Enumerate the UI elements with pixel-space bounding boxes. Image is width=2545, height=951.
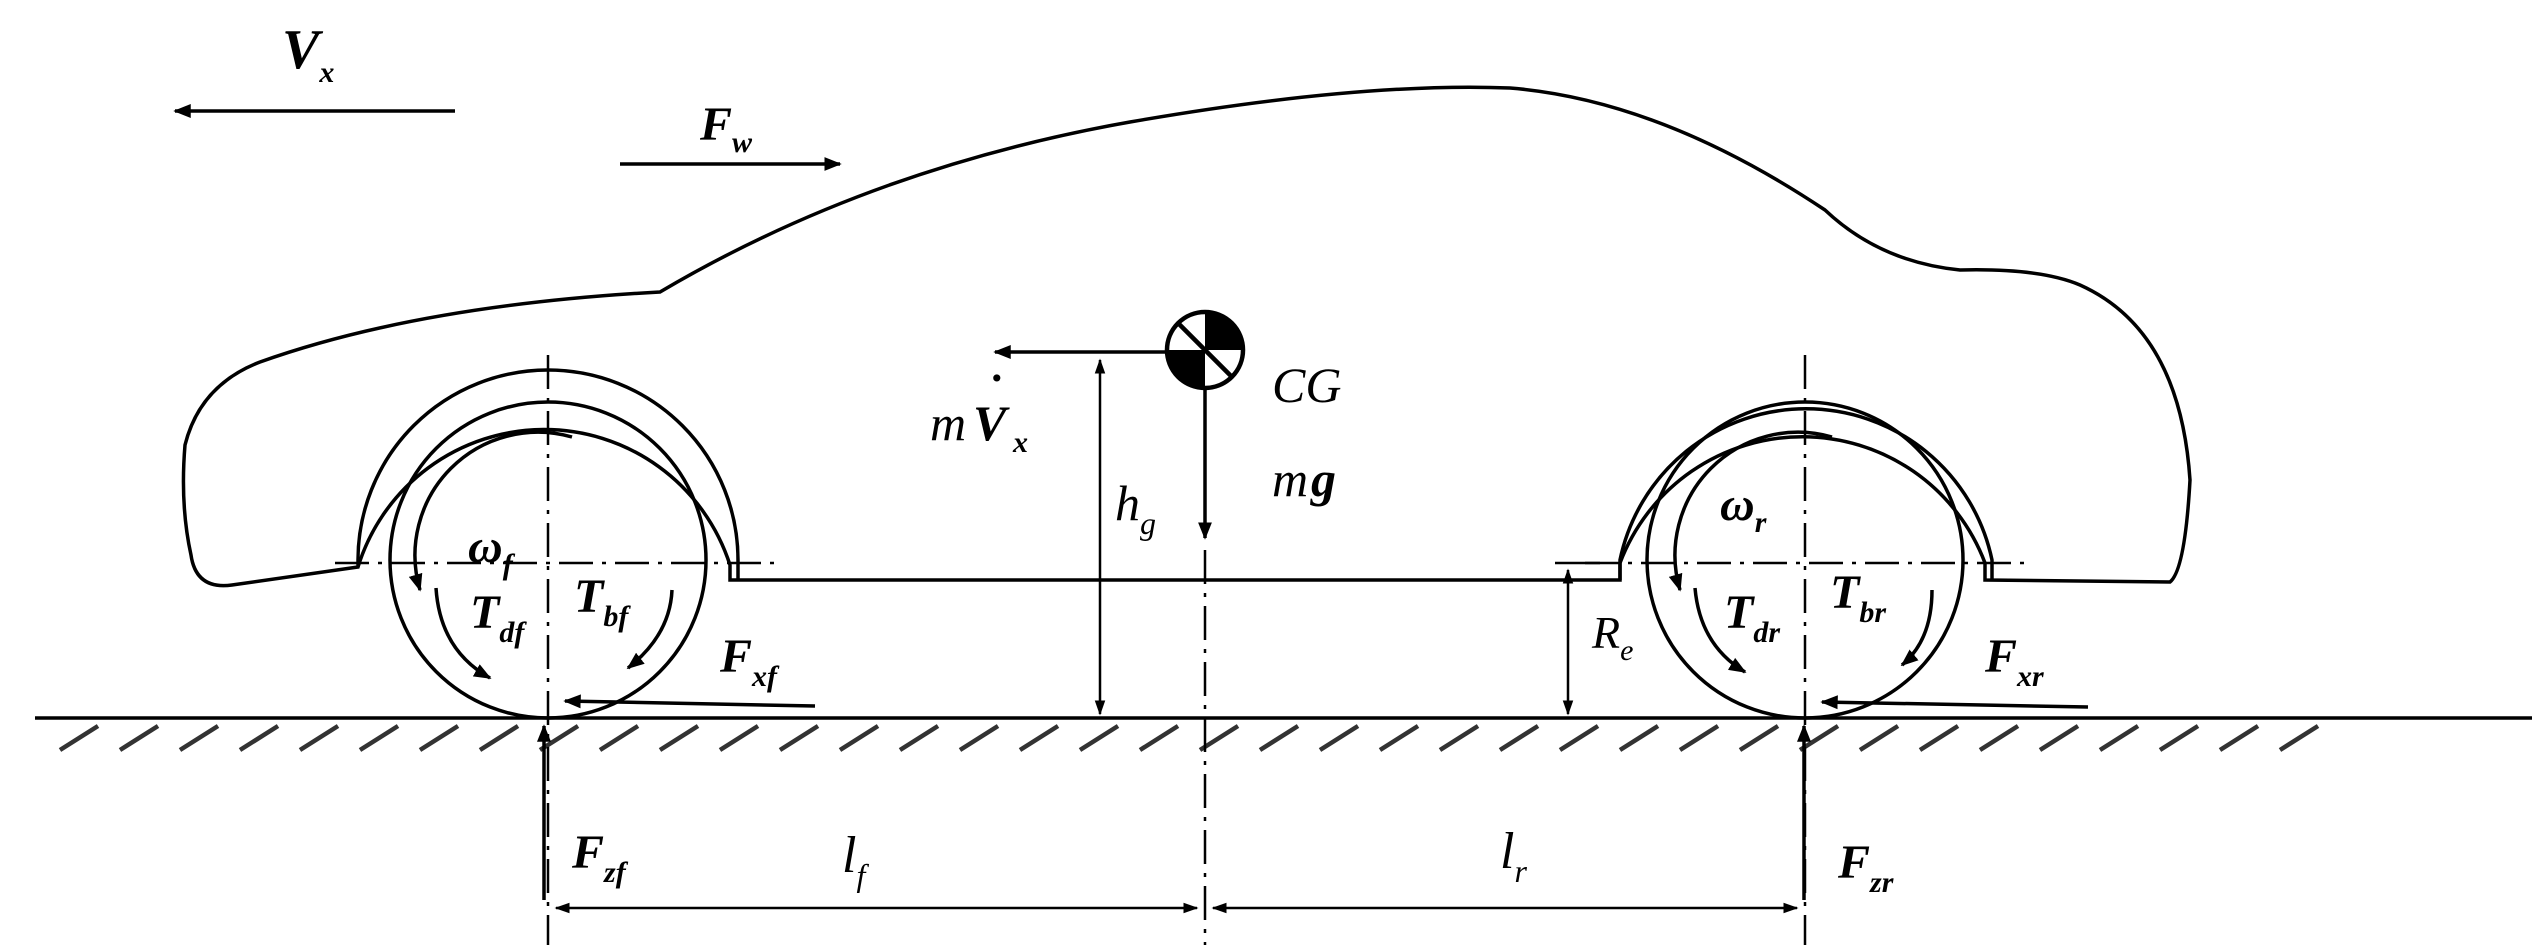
front-wheel-speed-arrow bbox=[408, 430, 573, 592]
rear-tire bbox=[1645, 400, 1965, 720]
ground-hatch-mark bbox=[838, 724, 880, 752]
front-wheel-arch bbox=[356, 368, 740, 580]
front-drive-torque-arrow bbox=[434, 587, 492, 680]
ground-hatch-mark bbox=[1438, 724, 1480, 752]
rear-longitudinal-force-arrow bbox=[1820, 695, 2089, 710]
ground-hatch-mark bbox=[1078, 724, 1120, 752]
ground-hatch-mark bbox=[1378, 724, 1420, 752]
label-vx: Vx bbox=[282, 19, 334, 89]
svg-text:m: m bbox=[1272, 451, 1308, 507]
ground-hatch-mark bbox=[178, 724, 220, 752]
ground-hatch-mark bbox=[1258, 724, 1300, 752]
svg-text:˙: ˙ bbox=[986, 366, 1002, 419]
ground-hatch-mark bbox=[598, 724, 640, 752]
label-omega-f: ωf bbox=[468, 520, 516, 581]
ground-hatch-mark bbox=[1138, 724, 1180, 752]
ground-hatch-mark bbox=[1198, 724, 1240, 752]
ground-hatch-mark bbox=[1618, 724, 1660, 752]
label-mvx: m V ˙ x bbox=[930, 366, 1028, 459]
ground-hatch-mark bbox=[1018, 724, 1060, 752]
label-fw: Fw bbox=[699, 98, 753, 159]
ground-hatching bbox=[58, 724, 2320, 752]
label-tdf: Tdf bbox=[470, 586, 527, 649]
ground-hatch-mark bbox=[1498, 724, 1540, 752]
rear-drive-torque-arrow bbox=[1693, 587, 1747, 674]
ground-hatch-mark bbox=[2158, 724, 2200, 752]
svg-text:x: x bbox=[1012, 426, 1028, 459]
ground-hatch-mark bbox=[778, 724, 820, 752]
center-of-gravity-symbol bbox=[1164, 309, 1246, 391]
front-wheel bbox=[335, 355, 816, 945]
label-fzf: Fzf bbox=[571, 826, 629, 889]
front-brake-torque-arrow bbox=[626, 589, 674, 670]
svg-text:m: m bbox=[930, 395, 966, 451]
label-mg: m g bbox=[1272, 451, 1336, 507]
ground-hatch-mark bbox=[1678, 724, 1720, 752]
front-longitudinal-force-arrow bbox=[563, 694, 816, 709]
ground-hatch-mark bbox=[1738, 724, 1780, 752]
ground-hatch-mark bbox=[1558, 724, 1600, 752]
label-cg: CG bbox=[1272, 357, 1341, 413]
ground-hatch-mark bbox=[898, 724, 940, 752]
ground-hatch-mark bbox=[958, 724, 1000, 752]
ground-hatch-mark bbox=[2218, 724, 2260, 752]
rear-wheel-speed-arrow bbox=[1668, 430, 1833, 592]
label-hg: hg bbox=[1115, 475, 1156, 541]
ground-hatch-mark bbox=[358, 724, 400, 752]
label-fxr: Fxr bbox=[1984, 630, 2044, 693]
label-tdr: Tdr bbox=[1724, 586, 1780, 649]
label-omega-r: ωr bbox=[1720, 478, 1767, 539]
label-fxf: Fxf bbox=[719, 630, 780, 693]
svg-text:V: V bbox=[973, 395, 1010, 451]
ground-hatch-mark bbox=[298, 724, 340, 752]
label-tbf: Tbf bbox=[574, 570, 631, 633]
label-tbr: Tbr bbox=[1830, 566, 1886, 629]
ground-hatch-mark bbox=[2278, 724, 2320, 752]
label-lr: lr bbox=[1500, 823, 1527, 889]
ground-hatch-mark bbox=[1798, 724, 1840, 752]
ground bbox=[35, 716, 2532, 752]
ground-hatch-mark bbox=[2038, 724, 2080, 752]
rear-brake-torque-arrow bbox=[1900, 589, 1934, 667]
ground-hatch-mark bbox=[238, 724, 280, 752]
ground-hatch-mark bbox=[478, 724, 520, 752]
ground-hatch-mark bbox=[418, 724, 460, 752]
ground-hatch-mark bbox=[1918, 724, 1960, 752]
ground-hatch-mark bbox=[1858, 724, 1900, 752]
label-lf: lf bbox=[842, 827, 869, 893]
ground-hatch-mark bbox=[538, 724, 580, 752]
rear-wheel-arch bbox=[1618, 407, 1994, 580]
svg-text:g: g bbox=[1310, 451, 1336, 507]
ground-hatch-mark bbox=[658, 724, 700, 752]
ground-hatch-mark bbox=[2098, 724, 2140, 752]
ground-hatch-mark bbox=[58, 724, 100, 752]
front-tire bbox=[388, 400, 708, 720]
ground-hatch-mark bbox=[718, 724, 760, 752]
ground-hatch-mark bbox=[1978, 724, 2020, 752]
ground-hatch-mark bbox=[1318, 724, 1360, 752]
label-re: Re bbox=[1591, 607, 1633, 667]
label-fzr: Fzr bbox=[1837, 836, 1894, 899]
ground-hatch-mark bbox=[118, 724, 160, 752]
